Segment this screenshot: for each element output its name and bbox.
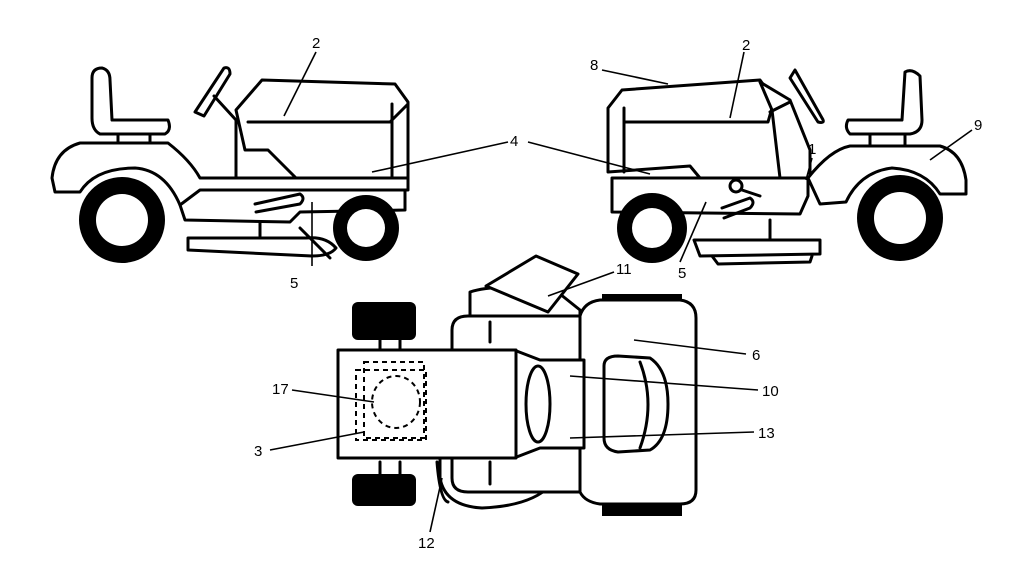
left-side-view: [50, 66, 410, 263]
callout-hood-top: 3: [254, 443, 262, 460]
top-view: [336, 254, 698, 516]
callout-right-hood: 2: [742, 37, 750, 54]
callout-right-frame: 5: [678, 265, 686, 282]
callout-mid-lower: 13: [758, 425, 775, 442]
callout-battery-tray: 17: [272, 381, 289, 398]
callout-rear-fender: 6: [752, 347, 760, 364]
callout-deck-edge: 12: [418, 535, 435, 552]
callout-mid-upper: 10: [762, 383, 779, 400]
callout-left-frame: 5: [290, 275, 298, 292]
right-side-view: [606, 68, 968, 266]
callout-chute: 11: [616, 261, 632, 278]
leader-lines: [269, 51, 973, 533]
callout-left-hood: 2: [312, 35, 320, 52]
callout-right-fender: 9: [974, 117, 982, 134]
callout-side-panel: 4: [510, 133, 518, 150]
callout-labels: 2 4 5 8 2 1 9 5 11 6 10 13 17 3 12: [254, 35, 982, 552]
callout-right-hood-front: 8: [590, 57, 598, 74]
callout-right-lever: 1: [808, 141, 816, 158]
